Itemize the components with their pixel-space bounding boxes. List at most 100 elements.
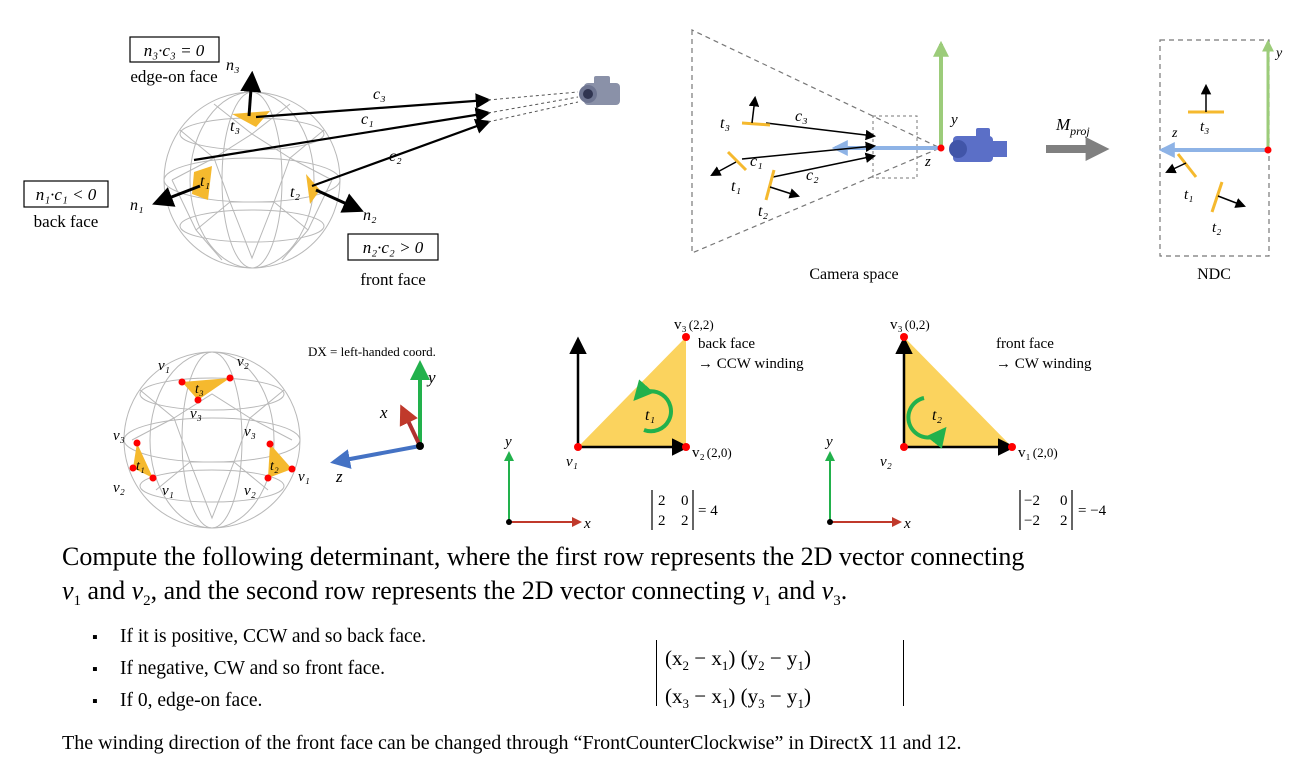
normal-n3 — [240, 70, 262, 117]
cam-n3 — [748, 95, 760, 124]
dx-axes-diagram: DX = left-handed coord. y x z — [308, 344, 436, 486]
svg-text:0: 0 — [1060, 493, 1068, 509]
front-triangle — [904, 337, 1012, 447]
svg-text:2: 2 — [658, 513, 666, 529]
label-n1: n₁ — [130, 197, 144, 214]
camera-icon-top — [579, 76, 620, 105]
cw-winding-arrow — [906, 396, 947, 449]
cam-label-z: z — [924, 154, 931, 170]
cam-label-c3: c₃ — [795, 108, 808, 125]
label-t2: t₂ — [290, 184, 300, 201]
camera-icon-cam-space — [949, 128, 1007, 162]
bs-v2-top: v₂ — [237, 354, 249, 370]
box-front — [347, 233, 439, 261]
ndc-n2 — [1217, 195, 1246, 208]
back-triangle — [578, 337, 686, 447]
box-edge-on-text: n₃·c₃ = 0 — [144, 41, 205, 60]
label-back-face: back face — [34, 212, 99, 231]
projection-arrow: Mproj — [1046, 115, 1110, 161]
back-mini-x-label: x — [583, 516, 591, 532]
bs-v3-right: v₃ — [244, 424, 256, 440]
frustum — [691, 29, 942, 254]
vector-c1 — [193, 107, 492, 162]
rule-negative: If negative, CW and so front face. — [92, 653, 426, 685]
explanation-line-1: Compute the following determinant, where… — [62, 542, 1025, 571]
dx-axis-z — [330, 444, 421, 469]
ccw-winding-arrow — [633, 379, 673, 434]
top-sphere-diagram: n₃·c₃ = 0 edge-on face n₁·c₁ < 0 back fa… — [23, 36, 620, 289]
determinant-formula: (x2 − x1) (y2 − y1) (x3 − x1) (y3 − y1) — [656, 640, 904, 711]
dx-label-z: z — [335, 467, 343, 486]
front-line1: front face — [996, 336, 1054, 352]
cam-face-t1 — [726, 150, 748, 172]
ndc-label-z: z — [1171, 126, 1178, 141]
svg-text:2: 2 — [658, 493, 666, 509]
dx-label-x: x — [379, 403, 388, 422]
svg-text:−2: −2 — [1024, 493, 1040, 509]
dx-origin — [416, 442, 424, 450]
front-face-example: t₂ v₃(0,2) v₁(2,0) v₂ front face → CW wi… — [824, 317, 1107, 532]
formula-row-2: (x3 − x1) (y3 − y1) — [665, 684, 811, 712]
explanation-line-2: v1 and v2, and the second row represents… — [62, 576, 848, 610]
front-label-v3: v₃(0,2) — [890, 317, 930, 333]
bs-v1-top: v₁ — [158, 358, 170, 374]
cam-c3 — [765, 122, 877, 141]
ndc-diagram: t₃ t₁ t₂ y z NDC — [1158, 39, 1283, 283]
front-label-v2: v₂ — [880, 454, 892, 470]
box-edge-on — [129, 36, 220, 63]
back-determinant: 2 0 2 2 = 4 — [651, 490, 718, 530]
back-v1 — [574, 443, 582, 451]
label-c2: c₂ — [389, 148, 402, 165]
ndc-label-t2: t₂ — [1212, 220, 1221, 236]
rule-positive: If it is positive, CCW and so back face. — [92, 621, 426, 653]
cam-c2 — [772, 152, 877, 178]
camera-rays-dashed — [487, 91, 579, 123]
box-back — [23, 180, 109, 208]
front-label-t: t₂ — [932, 407, 942, 424]
cam-c1 — [741, 141, 877, 160]
cam-label-t3: t₃ — [720, 115, 730, 132]
bs-v3-top: v₃ — [190, 406, 202, 422]
svg-text:0: 0 — [681, 493, 689, 509]
cam-face-t3 — [741, 121, 771, 127]
cam-label-y: y — [949, 112, 958, 128]
ndc-n1 — [1165, 162, 1187, 174]
front-v1 — [1008, 443, 1016, 451]
front-v3 — [900, 333, 908, 341]
box-back-text: n₁·c₁ < 0 — [36, 185, 97, 204]
bottom-face-t2 — [268, 444, 292, 478]
cam-n2 — [769, 186, 800, 199]
face-t1 — [192, 166, 212, 200]
cam-label-t1: t₁ — [731, 178, 741, 195]
ndc-caption: NDC — [1197, 266, 1231, 283]
rule-list: If it is positive, CCW and so back face.… — [92, 621, 426, 717]
back-v3 — [682, 333, 690, 341]
bottom-face-t3 — [182, 378, 230, 400]
label-n2: n₂ — [363, 207, 377, 224]
cam-label-t2: t₂ — [758, 203, 768, 220]
back-mini-y-label: y — [503, 434, 512, 450]
ndc-face-t2 — [1210, 181, 1224, 213]
cam-face-t2 — [764, 169, 776, 201]
bottom-sphere-vertices — [129, 374, 296, 482]
back-line2: → CCW winding — [698, 356, 804, 372]
cam-label-c1: c₁ — [750, 153, 763, 170]
bs-t1: t₁ — [136, 459, 145, 474]
bs-t2: t₂ — [270, 459, 279, 474]
camera-space-caption: Camera space — [809, 266, 898, 283]
rule-zero: If 0, edge-on face. — [92, 685, 426, 717]
front-mini-x-label: x — [903, 516, 911, 532]
ndc-origin — [1264, 146, 1272, 154]
dx-axis-x — [399, 404, 422, 447]
cam-label-c2: c₂ — [806, 167, 819, 184]
label-t1: t₁ — [200, 173, 210, 190]
svg-text:2: 2 — [681, 513, 689, 529]
dx-label-y: y — [426, 368, 436, 387]
bs-v3-left: v₃ — [113, 428, 125, 444]
dx-caption: DX = left-handed coord. — [308, 344, 436, 359]
front-label-v1: v₁(2,0) — [1018, 445, 1058, 461]
label-t3: t₃ — [230, 118, 240, 135]
bottom-sphere-diagram: v₁ v₂ v₃ t₃ v₃ v₂ v₁ t₁ v₃ v₂ v₁ t₂ — [113, 351, 310, 529]
vector-c2 — [311, 118, 491, 188]
formula-row-1: (x2 − x1) (y2 − y1) — [665, 646, 811, 674]
